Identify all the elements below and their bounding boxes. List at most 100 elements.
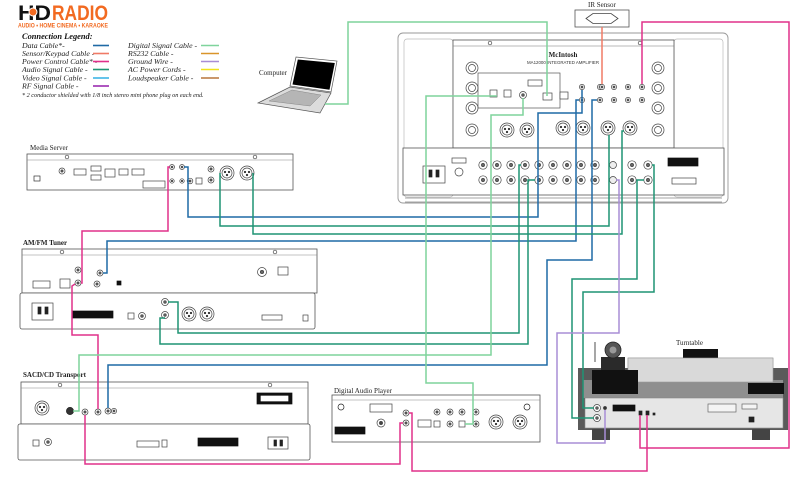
power-control-in-jack-pin bbox=[76, 268, 80, 272]
xlr-input-jack-ring bbox=[557, 122, 569, 134]
xlr-output-jack-ring bbox=[490, 416, 502, 428]
rca-input-jack-pin bbox=[593, 178, 597, 182]
phono-input-jack-pin bbox=[646, 178, 650, 182]
weee-icon bbox=[161, 439, 168, 448]
cable-sacd-amp-data bbox=[107, 99, 597, 408]
serial-number-plate bbox=[261, 314, 283, 321]
turntable-clamp bbox=[683, 349, 718, 358]
data-port-jack-pin bbox=[598, 98, 602, 102]
warning-label bbox=[71, 310, 114, 319]
phono-output-jack-pin bbox=[595, 406, 599, 410]
xlr-output-jack-pin bbox=[245, 173, 249, 177]
control-port-jack-pin bbox=[626, 98, 630, 102]
xlr-output-jack-pin bbox=[227, 170, 231, 174]
optical-input-port bbox=[458, 420, 466, 428]
power-control-out-jack-pin bbox=[76, 281, 80, 285]
screw-icon bbox=[272, 249, 278, 255]
trigger-out-jack-pin bbox=[404, 421, 408, 425]
legend-item: Loudspeaker Cable - bbox=[127, 74, 219, 83]
coax-output-jack-pin bbox=[188, 179, 192, 183]
xlr-output-jack-pin bbox=[516, 419, 520, 423]
xlr-output-jack-pin bbox=[496, 419, 500, 423]
ac-pin bbox=[37, 306, 42, 315]
legend-label: RF Signal Cable - bbox=[21, 82, 79, 91]
trigger-led bbox=[652, 412, 656, 416]
phono-input-jack-pin bbox=[630, 163, 634, 167]
laser-product-label-inner bbox=[260, 395, 289, 402]
xlr-output-jack-pin bbox=[185, 311, 189, 315]
xlr-output-jack-ring bbox=[241, 167, 253, 179]
xlr-output-jack-pin bbox=[225, 173, 229, 177]
power-control-out-jack-pin bbox=[96, 410, 100, 414]
coax-input-jack-pin bbox=[521, 93, 525, 97]
ir-sensor-eye-icon bbox=[585, 13, 619, 24]
power-control-in-jack bbox=[638, 410, 643, 416]
xlr-output-jack-pin bbox=[223, 170, 227, 174]
rs232-port bbox=[559, 91, 569, 100]
xlr-output-jack-pin bbox=[525, 130, 529, 134]
weee-icon bbox=[748, 416, 755, 423]
turntable-foot bbox=[752, 429, 770, 440]
power-control-out-jack bbox=[645, 410, 650, 416]
hdmi-port bbox=[527, 79, 543, 87]
screw-icon bbox=[487, 40, 493, 46]
control-port-jack-pin bbox=[640, 85, 644, 89]
amp-chassis bbox=[397, 32, 729, 204]
ac-power-inlet bbox=[422, 165, 446, 184]
sacd-transport-label: SACD/CD Transport bbox=[23, 371, 87, 379]
integrated-amplifier: McIntosh MA12000 INTEGRATED AMPLIFIER bbox=[397, 32, 729, 204]
turntable-foot bbox=[592, 429, 610, 440]
xlr-output-jack-pin bbox=[527, 127, 531, 131]
xlr-output-jack-pin bbox=[247, 170, 251, 174]
legend-item: Video Signal Cable - bbox=[22, 74, 109, 83]
amp-brand-logo: McIntosh bbox=[549, 51, 578, 59]
legend-item: Data Cable*- bbox=[21, 41, 109, 50]
rating-plate bbox=[741, 403, 758, 410]
logo-tagline: AUDIO • HOME CINEMA • KARAOKE bbox=[18, 23, 108, 30]
rca-output-jack-pin bbox=[474, 410, 478, 414]
hdmi-port bbox=[131, 168, 145, 176]
cable-amp-dap-digital bbox=[425, 95, 497, 425]
ir-sensor: IR Sensor bbox=[574, 1, 630, 28]
antenna-input-jack-pin bbox=[259, 269, 265, 275]
serial-number-plate bbox=[369, 403, 393, 413]
xlr-input-jack-pin bbox=[579, 125, 583, 129]
xlr-output-jack-pin bbox=[243, 170, 247, 174]
legend-footnote: * 2 conductor shielded with 1/8 inch ste… bbox=[22, 92, 204, 99]
rca-output-jack-pin bbox=[163, 313, 167, 317]
cable-mediaserver-amp-audio-l bbox=[219, 135, 610, 227]
cable-turntable-amp-ground bbox=[556, 179, 620, 444]
rca-output-jack-pin bbox=[209, 178, 213, 182]
phono-input-jack-pin bbox=[630, 178, 634, 182]
switch bbox=[116, 280, 122, 286]
aux-jack-pin bbox=[180, 179, 184, 183]
xlr-output-jack-ring bbox=[521, 124, 533, 136]
xlr-output-jack-ring bbox=[183, 308, 195, 320]
xlr-output-jack-pin bbox=[494, 422, 498, 426]
tonearm-base bbox=[601, 357, 625, 370]
rca-input-jack-pin bbox=[481, 178, 485, 182]
phono-input-jack-pin bbox=[646, 163, 650, 167]
usb-port bbox=[417, 419, 432, 428]
trigger-in-jack-pin bbox=[404, 411, 408, 415]
ac-pin bbox=[435, 169, 440, 178]
speaker-terminal-inner bbox=[468, 104, 476, 112]
xlr-input-jack-ring bbox=[577, 122, 589, 134]
rca-input-jack-pin bbox=[495, 163, 499, 167]
xlr-output-jack-pin bbox=[503, 127, 507, 131]
speaker-terminal-inner bbox=[468, 126, 476, 134]
rca-input-jack-pin bbox=[593, 163, 597, 167]
antenna-jack bbox=[523, 403, 531, 411]
speaker-terminal-inner bbox=[654, 84, 662, 92]
xlr-output-jack-pin bbox=[520, 419, 524, 423]
coax-input-jack-pin bbox=[448, 422, 452, 426]
control-port-jack-pin bbox=[626, 85, 630, 89]
turntable-platter-front bbox=[627, 357, 774, 383]
cable-amp-turntable-power bbox=[639, 21, 790, 449]
rs232-port bbox=[32, 280, 51, 289]
optical-output-port bbox=[32, 439, 40, 447]
xlr-input-jack-pin bbox=[606, 128, 610, 132]
rca-input-jack-pin bbox=[551, 178, 555, 182]
